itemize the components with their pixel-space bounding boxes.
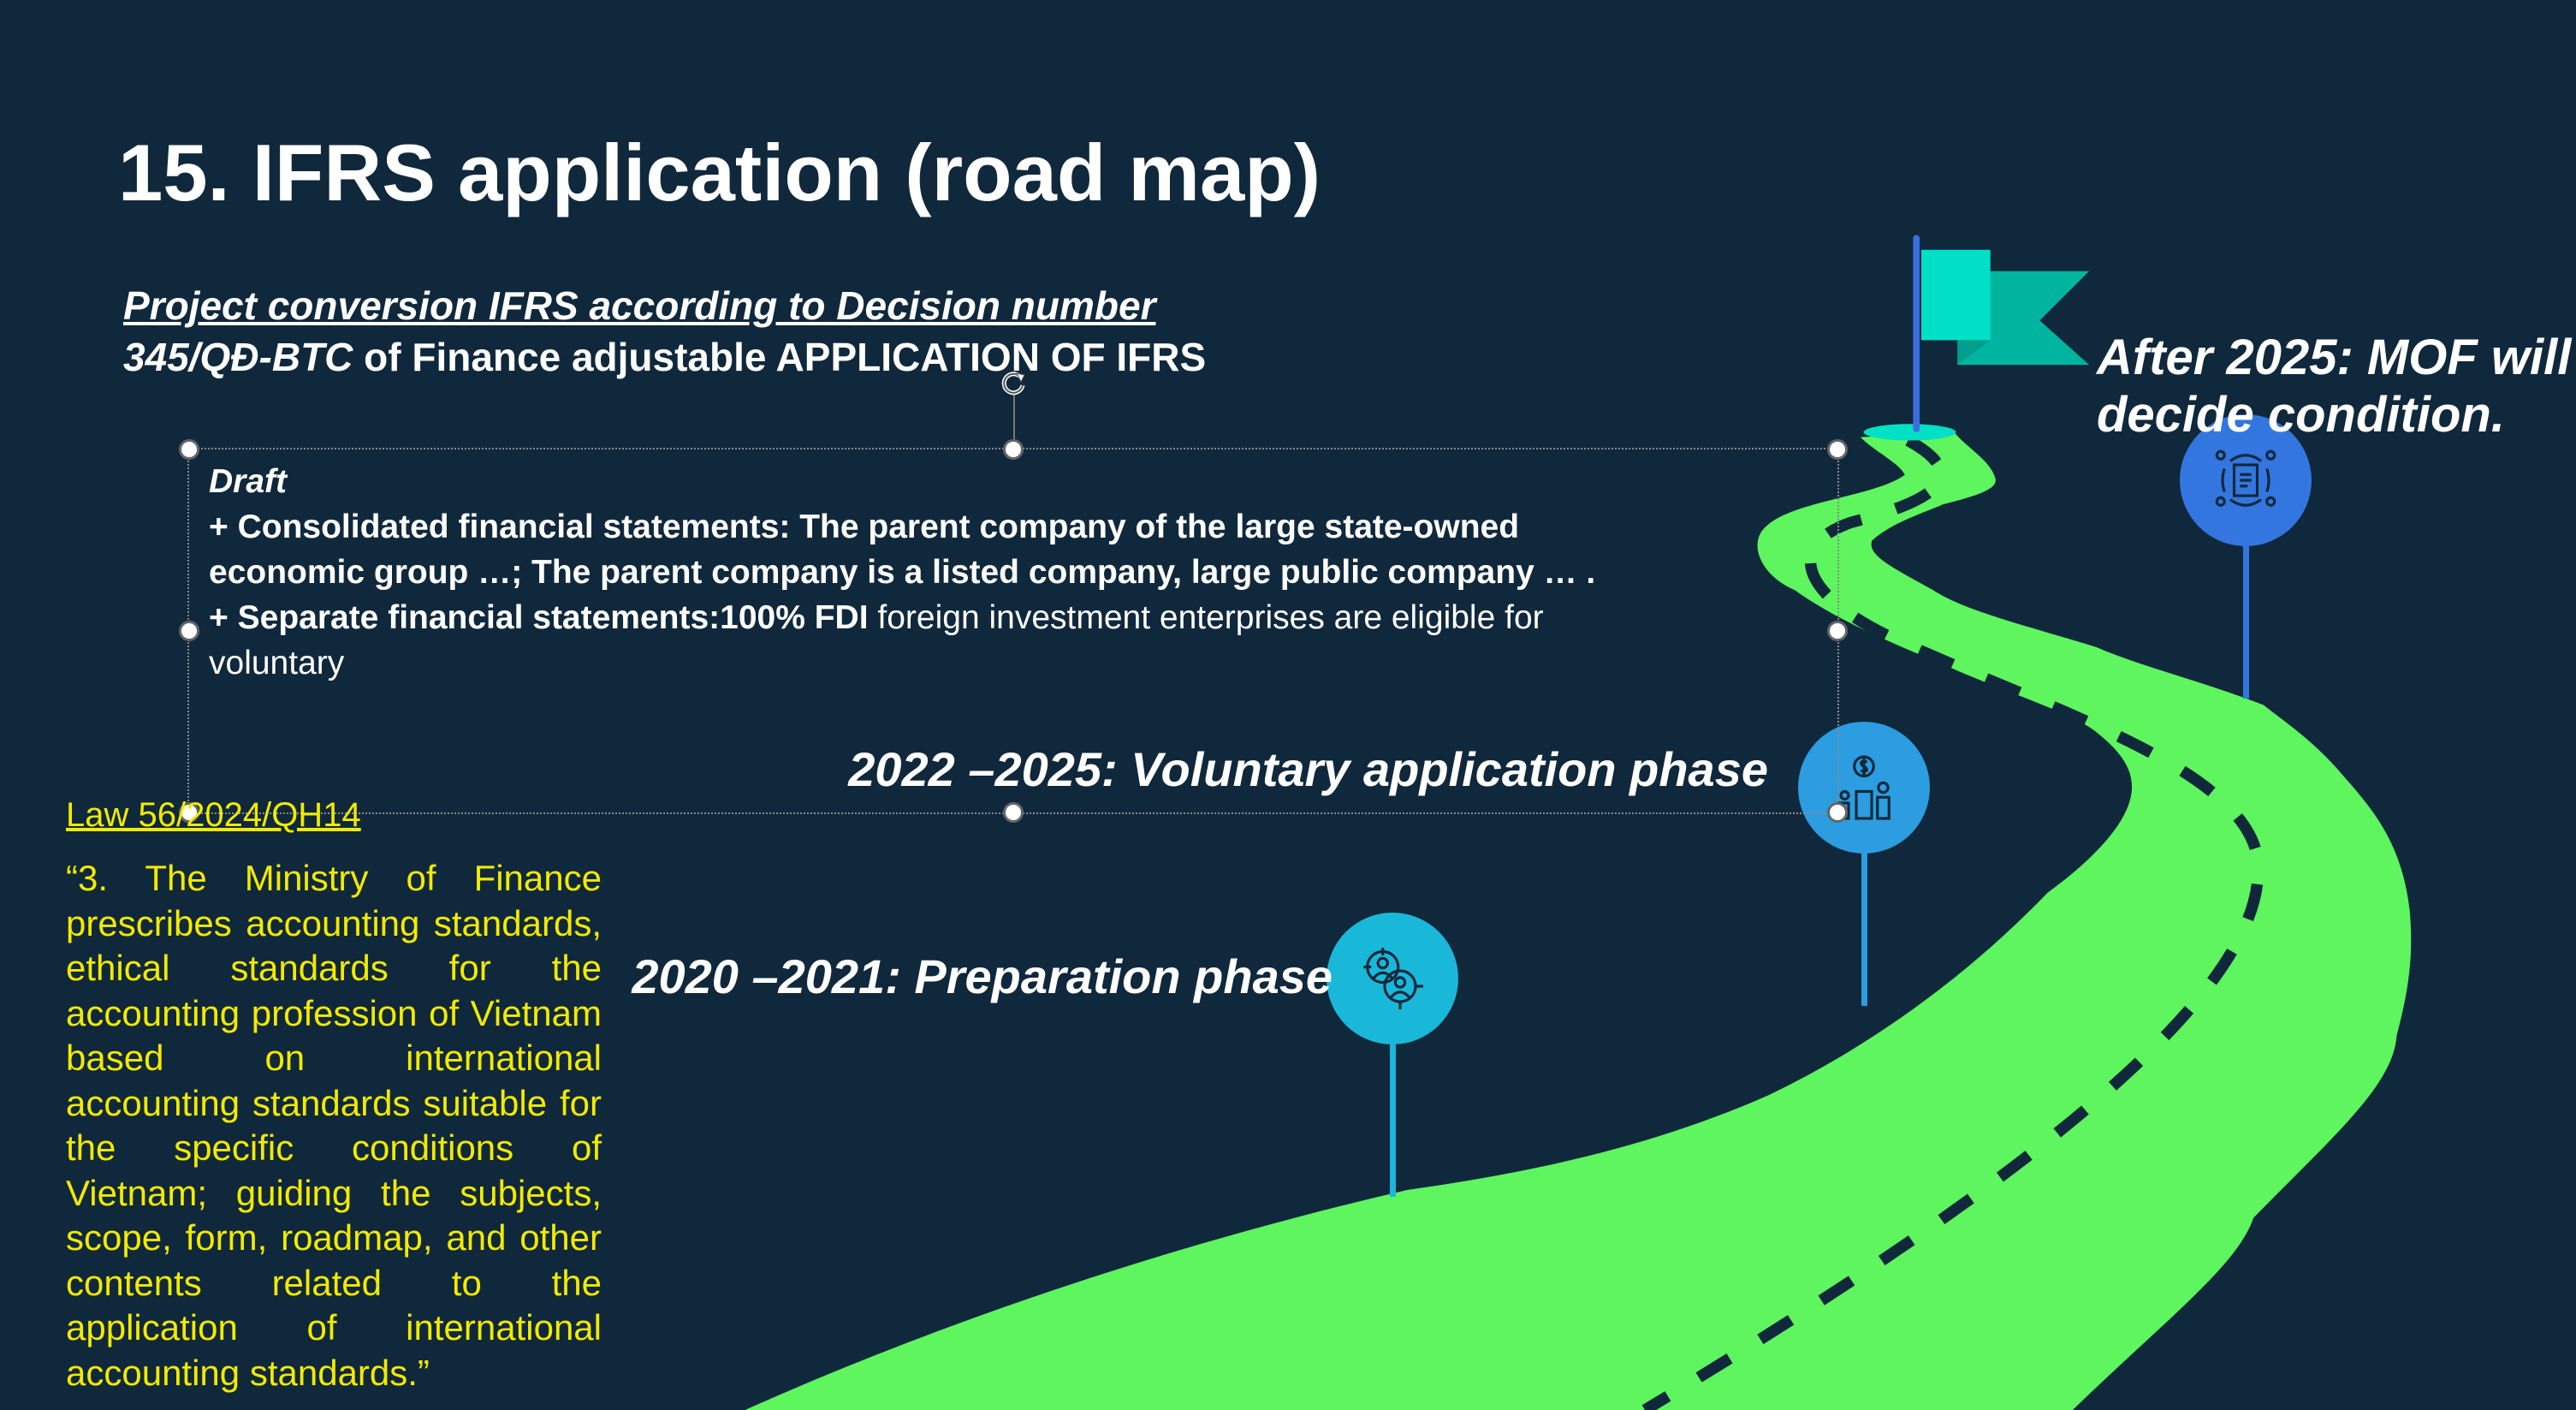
resize-handle-mr[interactable]	[1827, 621, 1848, 641]
draft-line-separate: + Separate financial statements:100% FDI…	[209, 595, 1595, 640]
separate-rest: foreign investment enterprises are eligi…	[868, 599, 1544, 636]
law-quote: “3. The Ministry of Finance prescribes a…	[66, 858, 602, 1393]
road-center-dashes	[1641, 435, 2264, 1410]
phase-2022-2025-label: 2022 –2025: Voluntary application phase	[848, 742, 1768, 796]
pin-stem-phase3	[2243, 480, 2249, 699]
separate-bold: + Separate financial statements:100% FDI	[209, 599, 869, 636]
subtitle-line1: Project conversion IFRS according to Dec…	[123, 283, 1156, 328]
rotation-line	[1013, 392, 1015, 448]
draft-line-groups: economic group …; The parent company is …	[209, 554, 1596, 591]
flag-icon	[1913, 235, 2090, 432]
pin-phase2	[1798, 722, 1930, 854]
resize-handle-bl[interactable]	[179, 802, 199, 823]
subtitle-rest: of Finance adjustable APPLICATION OF IFR…	[353, 335, 1207, 379]
resize-handle-tr[interactable]	[1827, 439, 1848, 460]
pin-stem-phase1	[1390, 979, 1396, 1197]
resize-handle-bm[interactable]	[1003, 802, 1024, 823]
rotate-handle-icon[interactable]	[996, 366, 1030, 401]
pin-phase3	[2180, 414, 2312, 546]
draft-text[interactable]: Draft + Consolidated financial statement…	[209, 459, 1595, 686]
decision-number: 345/QĐ-BTC	[123, 335, 353, 379]
pin-stem-phase2	[1861, 788, 1867, 1006]
draft-heading: Draft	[209, 463, 288, 500]
subtitle-line2: 345/QĐ-BTC of Finance adjustable APPLICA…	[123, 334, 1206, 380]
law-reference: Law 56/2024/QH14	[66, 796, 361, 834]
resize-handle-ml[interactable]	[179, 621, 199, 641]
book-team-icon	[2215, 449, 2276, 507]
resize-handle-tm[interactable]	[1003, 439, 1024, 460]
phase-2020-2021-label: 2020 –2021: Preparation phase	[632, 949, 1333, 1003]
resize-handle-br[interactable]	[1827, 802, 1848, 823]
phase-after-2025-label: After 2025: MOF will decide condition.	[2097, 330, 2572, 443]
text-box-selection[interactable]	[179, 439, 1848, 823]
road-horizon	[1863, 424, 1956, 441]
people-target-icon	[1363, 948, 1423, 1009]
draft-line-voluntary: voluntary	[209, 645, 345, 681]
pin-phase1	[1327, 913, 1458, 1044]
resize-handle-tl[interactable]	[179, 439, 199, 460]
page-title: 15. IFRS application (road map)	[118, 128, 1321, 217]
draft-line-consolidated: + Consolidated financial statements: The…	[209, 509, 1520, 545]
